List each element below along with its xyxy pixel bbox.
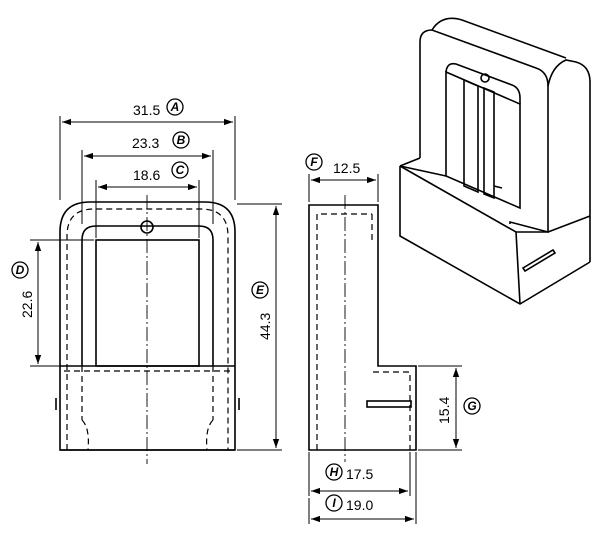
dim-h-value: 17.5 <box>346 466 373 482</box>
side-view: 12.5 F 15.4 G H 17.5 I 19.0 <box>305 153 481 524</box>
dim-i-label: I <box>332 496 336 510</box>
dim-f-value: 12.5 <box>333 160 360 176</box>
dim-h-label: H <box>330 465 339 479</box>
dim-g-label: G <box>467 399 476 413</box>
dim-a-value: 31.5 <box>133 102 160 118</box>
dim-f-label: F <box>310 155 318 169</box>
dim-c-value: 18.6 <box>133 167 160 183</box>
dim-d-label: D <box>16 263 25 277</box>
dim-e-value: 44.3 <box>257 313 273 340</box>
dim-i-value: 19.0 <box>346 497 373 513</box>
dim-d-value: 22.6 <box>19 291 35 318</box>
dim-c-label: C <box>176 163 185 177</box>
dim-b-value: 23.3 <box>132 135 159 151</box>
dim-b-label: B <box>177 133 186 147</box>
dim-e-label: E <box>256 283 265 297</box>
dim-g-value: 15.4 <box>436 397 452 424</box>
dim-a-label: A <box>170 100 180 114</box>
front-view: 31.5 A 23.3 B 18.6 C 22.6 D 44.3 E <box>11 98 282 464</box>
isometric-view <box>399 17 591 305</box>
